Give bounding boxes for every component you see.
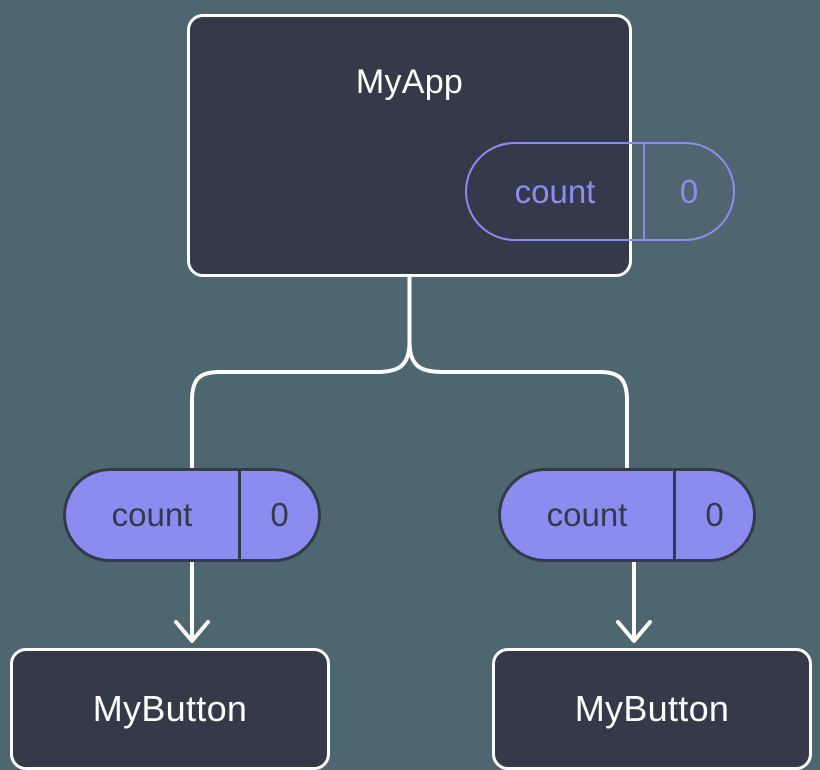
node-mybutton-right[interactable]: MyButton: [492, 648, 812, 770]
node-mybutton-right-label: MyButton: [574, 688, 730, 729]
node-myapp-label: MyApp: [355, 63, 464, 101]
state-pill-value: 0: [673, 471, 753, 559]
state-pill-branch-left-count[interactable]: count 0: [63, 468, 321, 562]
state-pill-key: count: [546, 496, 628, 533]
state-pill-key: count: [514, 172, 596, 210]
node-myapp[interactable]: MyApp count 0: [187, 14, 735, 277]
edge-fork-right: [407, 340, 629, 470]
arrow-head-right-icon: [616, 620, 652, 643]
state-pill-myapp-count[interactable]: count 0: [465, 142, 735, 241]
arrow-head-left-icon: [174, 620, 210, 643]
node-mybutton-left-label: MyButton: [92, 688, 248, 729]
state-pill-branch-right-count[interactable]: count 0: [498, 468, 756, 562]
state-pill-key: count: [111, 496, 193, 533]
state-pill-value: 0: [643, 144, 733, 239]
node-mybutton-left[interactable]: MyButton: [10, 648, 330, 770]
edge-fork-left: [190, 340, 412, 470]
state-pill-value: 0: [238, 471, 318, 559]
